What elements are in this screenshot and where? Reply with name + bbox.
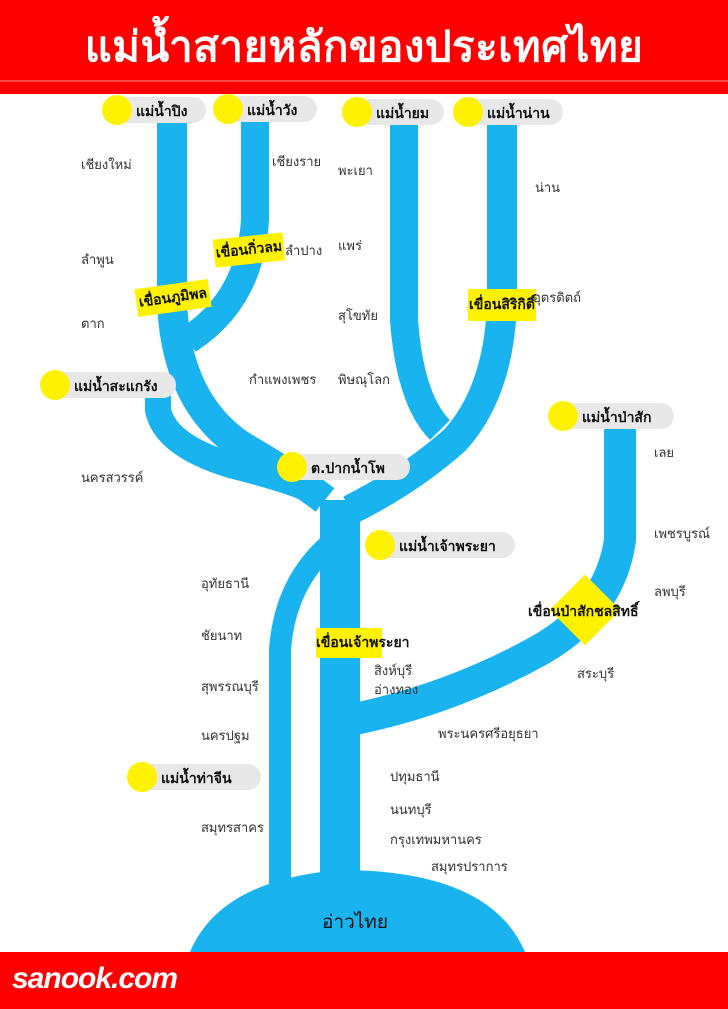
marker-tha-chin xyxy=(127,762,157,792)
label-tha-chin-river: แม่น้ำท่าจีน xyxy=(127,762,261,792)
province-uthai-thani: อุทัยธานี xyxy=(201,577,250,592)
label-nan-river: แม่น้ำน่าน xyxy=(453,97,563,127)
marker-ping xyxy=(102,95,132,125)
province-loei: เลย xyxy=(654,446,675,461)
label-confluence: ต.ปากน้ำโพ xyxy=(277,452,410,482)
province-kamphaeng-phet: กำแพงเพชร xyxy=(249,373,317,388)
dam-pa-sak-jolasid-label: เขื่อนป่าสักชลสิทธิ์ xyxy=(528,604,639,620)
river-tha-chin xyxy=(269,531,343,900)
province-sing-buri: สิงห์บุรี xyxy=(374,664,413,679)
page-title: แม่น้ำสายหลักของประเทศไทย xyxy=(84,22,644,71)
province-chiang-mai: เชียงใหม่ xyxy=(81,158,132,173)
marker-wang xyxy=(213,94,243,124)
province-tak: ตาก xyxy=(81,317,105,332)
label-chao-phraya-river: แม่น้ำเจ้าพระยา xyxy=(365,530,515,560)
province-bangkok: กรุงเทพมหานคร xyxy=(390,833,482,848)
marker-sakae-krang xyxy=(40,370,70,400)
marker-pa-sak xyxy=(548,401,578,431)
province-pathum-thani: ปทุมธานี xyxy=(390,770,440,785)
marker-confluence xyxy=(277,452,307,482)
province-samut-prakan: สมุทรปราการ xyxy=(431,860,508,875)
dam-chao-phraya: เขื่อนเจ้าพระยา xyxy=(316,628,410,658)
province-phetchabun: เพชรบูรณ์ xyxy=(654,527,711,542)
label-sakae-krang-river: แม่น้ำสะแกรัง xyxy=(40,370,176,400)
marker-yom xyxy=(342,97,372,127)
footer-banner: sanook.com xyxy=(0,952,728,1009)
province-sukhothai: สุโขทัย xyxy=(338,309,378,324)
province-saraburi: สระบุรี xyxy=(577,667,615,682)
province-phayao: พะเยา xyxy=(338,164,373,179)
sanook-logo[interactable]: sanook.com xyxy=(12,962,178,995)
river-pa-sak xyxy=(346,428,636,736)
label-pa-sak-river: แม่น้ำป่าสัก xyxy=(548,401,674,431)
province-nakhon-pathom: นครปฐม xyxy=(201,729,250,744)
province-lopburi: ลพบุรี xyxy=(654,585,686,600)
label-ping-river: แม่น้ำปิง xyxy=(102,95,206,125)
dam-sirikit: เขื่อนสิริกิติ์ xyxy=(468,289,536,321)
province-samut-sakhon: สมุทรสาคร xyxy=(201,821,264,836)
river-nan xyxy=(343,112,517,524)
province-chai-nat: ชัยนาท xyxy=(201,629,243,644)
province-lamphun: ลำพูน xyxy=(81,253,114,268)
label-yom-river: แม่น้ำยม xyxy=(342,97,444,127)
province-nonthaburi: นนทบุรี xyxy=(390,803,432,818)
header-divider xyxy=(0,80,728,82)
province-phitsanulok: พิษณุโลก xyxy=(338,373,391,388)
label-wang-river: แม่น้ำวัง xyxy=(213,94,317,124)
gulf-label: อ่าวไทย xyxy=(322,911,388,933)
province-nakhon-sawan: นครสวรรค์ xyxy=(81,471,144,486)
province-suphan-buri: สุพรรณบุรี xyxy=(201,680,259,695)
province-nan: น่าน xyxy=(535,181,561,196)
province-ang-thong: อ่างทอง xyxy=(374,683,419,698)
province-lampang: ลำปาง xyxy=(285,244,323,259)
province-phrae: แพร่ xyxy=(338,239,362,254)
marker-nan xyxy=(453,97,483,127)
header-banner: แม่น้ำสายหลักของประเทศไทย xyxy=(0,0,728,94)
river-yom xyxy=(390,112,451,440)
marker-chao-phraya xyxy=(365,530,395,560)
river-wang xyxy=(180,100,269,352)
gulf-of-thailand xyxy=(190,870,525,952)
river-sakae-krang xyxy=(145,390,316,502)
province-chiang-rai: เชียงราย xyxy=(272,155,322,170)
province-ayutthaya: พระนครศรีอยุธยา xyxy=(438,727,539,742)
province-uttaradit: อุตรดิตถ์ xyxy=(533,291,581,306)
